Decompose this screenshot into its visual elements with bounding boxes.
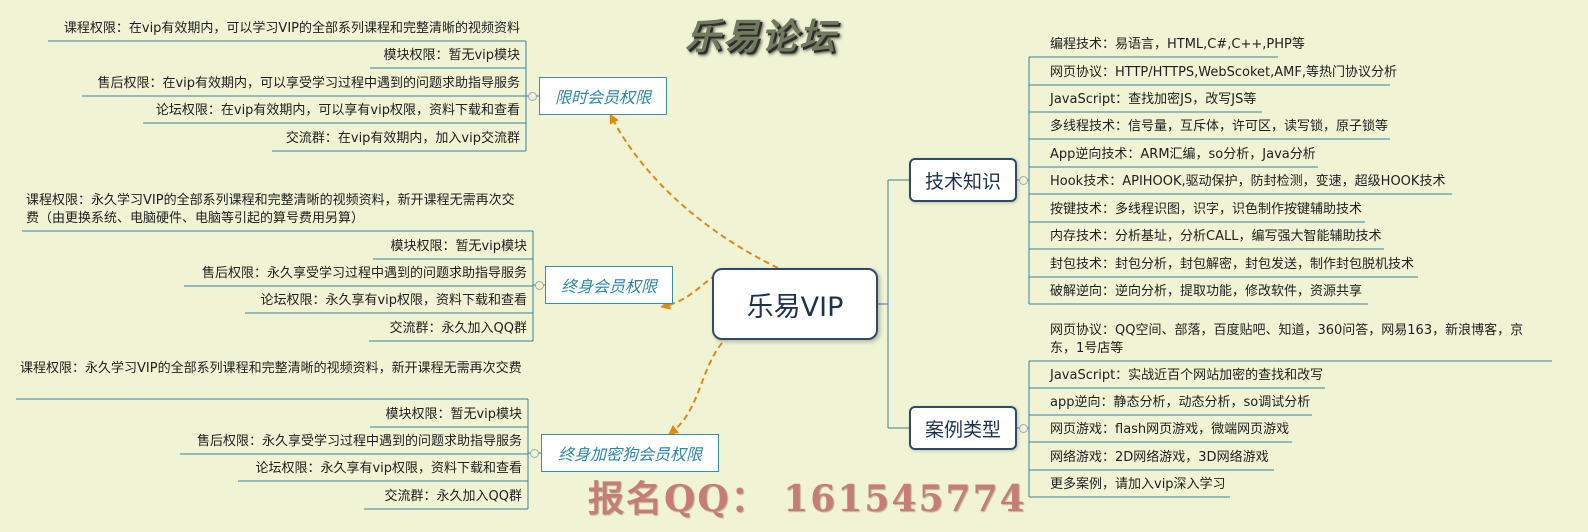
lifetime-item: 模块权限：暂无vip模块 [390, 239, 527, 254]
page-title: 乐易论坛 [685, 16, 838, 58]
branch-lifetime[interactable]: 终身会员权限 [545, 266, 673, 304]
branch-dongle-label: 终身加密狗会员权限 [557, 445, 702, 464]
cases-collapse-toggle[interactable] [1018, 423, 1028, 433]
branch-tech-label: 技术知识 [924, 170, 1001, 193]
cases-item: 网页协议：QQ空间、部落，百度贴吧、知道，360问答，网易163，新浪博客，京东… [1050, 323, 1524, 356]
dongle-item: 论坛权限：永久享有vip权限，资料下载和查看 [255, 461, 522, 476]
tech-item: Hook技术：APIHOOK,驱动保护，防封检测，变速，超级HOOK技术 [1050, 174, 1446, 189]
dongle-collapse-toggle[interactable] [529, 448, 539, 458]
branch-timed-label: 限时会员权限 [554, 88, 651, 107]
branch-dongle[interactable]: 终身加密狗会员权限 [541, 434, 719, 472]
lifetime-collapse-toggle[interactable] [534, 280, 544, 290]
branch-cases-label: 案例类型 [924, 418, 1001, 441]
tech-item: JavaScript：查找加密JS，改写JS等 [1050, 92, 1257, 107]
dongle-item: 交流群：永久加入QQ群 [384, 489, 522, 504]
timed-item: 模块权限：暂无vip模块 [383, 48, 520, 63]
timed-item: 课程权限：在vip有效期内，可以学习VIP的全部系列课程和完整清晰的视频资料 [63, 21, 520, 36]
cases-item: 网络游戏：2D网络游戏，3D网络游戏 [1050, 450, 1269, 465]
timed-item: 交流群：在vip有效期内，加入vip交流群 [285, 131, 520, 146]
lifetime-item: 交流群：永久加入QQ群 [389, 321, 527, 336]
branch-cases[interactable]: 案例类型 [909, 406, 1017, 450]
branch-tech[interactable]: 技术知识 [909, 158, 1017, 202]
contact-watermark: 报名QQ： 161545774 [588, 478, 1027, 520]
dongle-item: 售后权限：永久享受学习过程中遇到的问题求助指导服务 [196, 434, 522, 449]
branch-timed[interactable]: 限时会员权限 [539, 77, 667, 115]
arrow-to-timed [609, 113, 779, 269]
tech-item: 多线程技术：信号量，互斥体，许可区，读写锁，原子锁等 [1050, 119, 1389, 134]
arrow-to-dongle [668, 342, 723, 436]
cases-item: 网页游戏：flash网页游戏，微端网页游戏 [1050, 422, 1290, 437]
tech-item: 网页协议：HTTP/HTTPS,WebScoket,AMF,等热门协议分析 [1050, 65, 1398, 80]
timed-item: 论坛权限：在vip有效期内，可以享有vip权限，资料下载和查看 [155, 103, 520, 118]
lifetime-item: 论坛权限：永久享有vip权限，资料下载和查看 [260, 293, 527, 308]
dongle-item: 课程权限：永久学习VIP的全部系列课程和完整清晰的视频资料，新开课程无需再次交费 [20, 361, 522, 376]
central-node-label: 乐易VIP [746, 291, 844, 323]
tech-item: 编程技术：易语言，HTML,C#,C++,PHP等 [1050, 37, 1305, 52]
timed-item: 售后权限：在vip有效期内，可以享受学习过程中遇到的问题求助指导服务 [97, 76, 520, 91]
lifetime-item: 课程权限：永久学习VIP的全部系列课程和完整清晰的视频资料，新开课程无需再次交费… [26, 193, 515, 226]
cases-item: JavaScript：实战近百个网站加密的查找和改写 [1050, 368, 1324, 383]
cases-item: 更多案例，请加入vip深入学习 [1050, 477, 1226, 492]
tech-item: 破解逆向：逆向分析，提取功能，修改软件，资源共享 [1050, 284, 1363, 299]
tech-item: 内存技术：分析基址，分析CALL，编写强大智能辅助技术 [1050, 229, 1382, 244]
cases-item: app逆向：静态分析，动态分析，so调试分析 [1050, 395, 1311, 410]
timed-collapse-toggle[interactable] [527, 91, 537, 101]
dongle-item: 模块权限：暂无vip模块 [385, 407, 522, 422]
tech-item: 按键技术：多线程识图，识字，识色制作按键辅助技术 [1050, 202, 1363, 217]
tech-item: 封包技术：封包分析，封包解密，封包发送，制作封包脱机技术 [1050, 257, 1415, 272]
tech-collapse-toggle[interactable] [1018, 175, 1028, 185]
tech-item: App逆向技术：ARM汇编，so分析，Java分析 [1050, 147, 1316, 162]
lifetime-item: 售后权限：永久享受学习过程中遇到的问题求助指导服务 [201, 266, 527, 281]
branch-lifetime-label: 终身会员权限 [560, 277, 657, 296]
central-node[interactable]: 乐易VIP [712, 268, 878, 340]
